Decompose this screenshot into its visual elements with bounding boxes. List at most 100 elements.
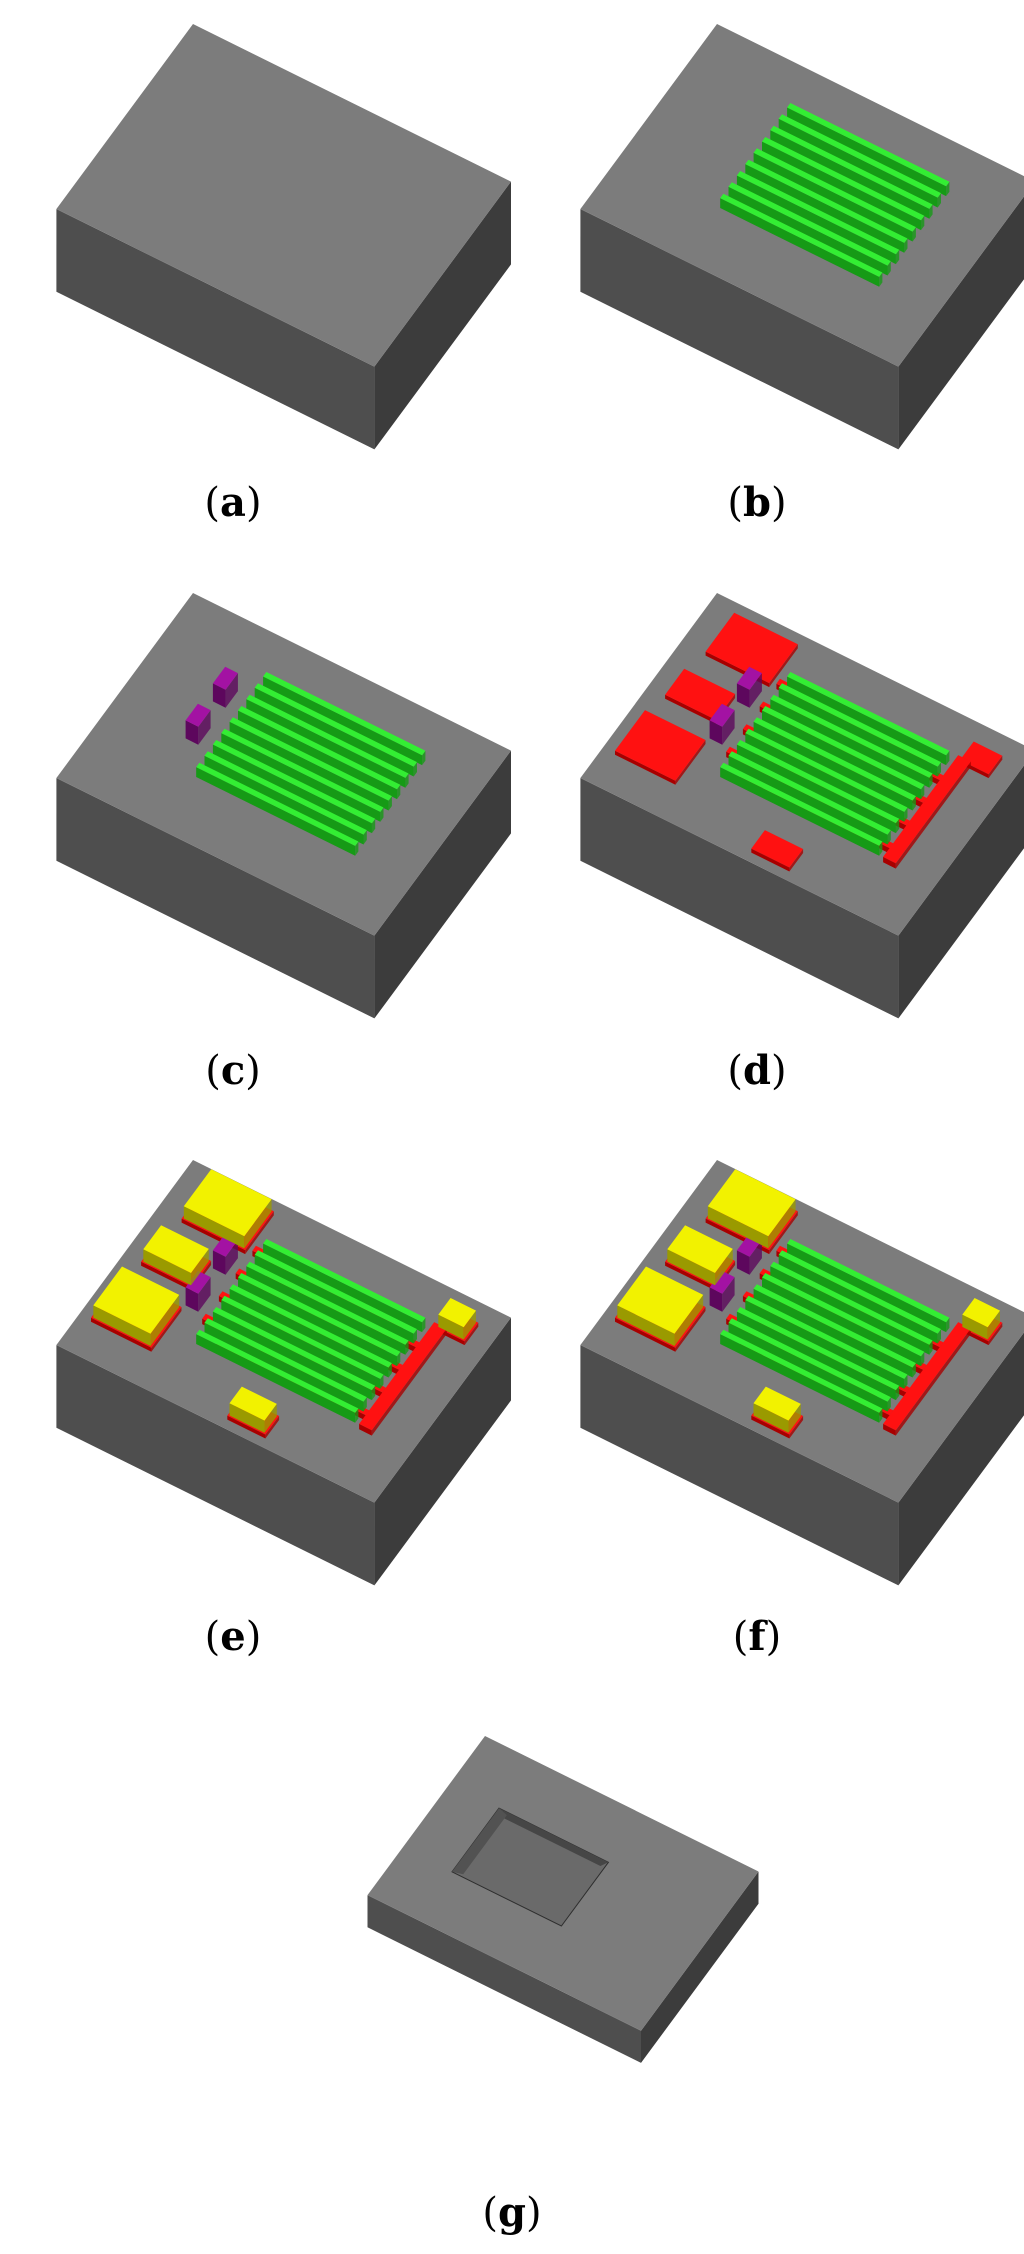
substrate-front-face (580, 209, 899, 450)
green-finger (246, 694, 409, 788)
red-bus-bar-front-face (883, 1423, 896, 1436)
green-finger (770, 125, 933, 219)
green-finger-side-face (887, 830, 891, 845)
green-finger-side-face (388, 796, 392, 811)
green-finger (736, 740, 900, 834)
purple-gate (736, 666, 762, 708)
green-finger-top-face (762, 706, 925, 790)
substrate-side-face (641, 1871, 759, 2063)
yellow-pad (93, 1266, 180, 1346)
green-finger-side-face (363, 1397, 367, 1412)
green-finger-side-face (929, 1340, 933, 1355)
yellow-pad (962, 1298, 1000, 1340)
green-finger (221, 1295, 384, 1389)
green-finger-side-face (397, 784, 401, 800)
yellow-pad (707, 1169, 796, 1249)
red-electrode-pad-top-face (705, 612, 798, 684)
purple-gate-front-face (212, 1250, 226, 1275)
purple-gates (185, 666, 238, 745)
green-finger-top-face (736, 1307, 900, 1391)
green-finger-front-face (728, 186, 888, 276)
green-finger-top-face (728, 1318, 891, 1402)
green-finger (762, 137, 925, 231)
purple-gates (709, 666, 762, 745)
purple-gate-side-face (722, 1277, 735, 1312)
green-finger (762, 1273, 925, 1367)
green-finger-top-face (770, 694, 933, 778)
substrate (56, 24, 512, 450)
substrate-side-face (898, 1332, 1024, 1586)
green-finger-side-face (388, 1363, 392, 1378)
green-finger-front-face (778, 1254, 938, 1344)
green-finger-top-face (196, 1329, 359, 1413)
green-finger-top-face (204, 1318, 367, 1402)
green-finger (770, 1261, 933, 1355)
caption-d: (d) (727, 1047, 786, 1094)
red-electrode-pad-front-face (615, 750, 676, 785)
cavity-wall (498, 1808, 609, 1866)
red-electrode-pad-front-face (665, 694, 716, 724)
yellow-pad-top-face (143, 1225, 209, 1273)
green-finger-top-face (196, 762, 359, 846)
panel-a (56, 24, 512, 450)
green-finger-top-face (778, 683, 941, 767)
yellow-pad-side-face (244, 1199, 272, 1249)
green-finger-side-face (363, 830, 367, 845)
green-finger-side-face (912, 1363, 916, 1378)
green-finger (246, 1261, 409, 1355)
green-finger-front-face (196, 767, 356, 856)
green-finger-side-face (937, 1329, 941, 1344)
yellow-pad-top-face (753, 1386, 801, 1421)
yellow-pad-side-face (987, 1310, 1000, 1340)
red-electrode-pad-front-face (665, 1261, 716, 1291)
yellow-pad-front-face (183, 1206, 245, 1249)
purple-gate-front-face (736, 683, 750, 708)
green-finger-front-face (728, 755, 888, 845)
purple-gate-top-face (212, 666, 238, 690)
green-finger (736, 171, 900, 265)
green-finger-front-face (238, 1277, 397, 1367)
green-finger-top-face (753, 717, 916, 801)
green-finger (238, 1273, 401, 1367)
red-electrode-pad-front-face (615, 1317, 676, 1352)
green-finger-top-face (221, 1295, 384, 1379)
yellow-pad-top-face (183, 1169, 272, 1237)
green-finger-front-face (745, 733, 905, 822)
green-finger (762, 706, 925, 800)
red-electrode-pad-top-face (751, 830, 804, 868)
purple-gate-front-face (185, 1287, 199, 1312)
red-electrode-pad-side-face (151, 1307, 182, 1352)
yellow-pad-top-face (229, 1386, 277, 1421)
green-finger (720, 193, 883, 287)
yellow-pad (753, 1386, 801, 1433)
red-electrode-pad-front-face (227, 1415, 266, 1439)
red-bus-bar-side-face (371, 1328, 447, 1436)
green-finger-front-face (246, 1266, 406, 1355)
green-finger (229, 717, 392, 811)
yellow-pad-front-face (753, 1403, 789, 1433)
green-finger-side-face (405, 1340, 409, 1355)
panel-b (580, 24, 1024, 450)
green-finger (720, 762, 883, 856)
yellow-pad-side-face (463, 1310, 476, 1340)
purple-gate-front-face (736, 1250, 750, 1275)
green-finger-front-face (229, 1288, 389, 1378)
green-finger-side-face (904, 1374, 908, 1389)
green-finger (753, 717, 916, 811)
green-finger-side-face (371, 1385, 376, 1401)
green-finger-top-face (770, 1261, 933, 1345)
purple-gate-top-face (709, 1270, 735, 1294)
green-finger-top-face (736, 740, 900, 824)
yellow-pad (667, 1225, 733, 1286)
green-finger-top-face (254, 1250, 417, 1334)
red-electrode-pad-side-face (464, 1322, 479, 1346)
yellow-pad-side-face (264, 1403, 277, 1433)
caption-b: (b) (727, 479, 786, 526)
substrate-front-face (580, 778, 899, 1019)
purple-gate-top-face (185, 703, 211, 727)
green-fingers (720, 103, 950, 287)
red-electrode-pad-top-face (665, 668, 736, 720)
green-finger-front-face (212, 744, 372, 834)
green-finger-top-face (778, 1250, 941, 1334)
green-finger (778, 114, 941, 208)
